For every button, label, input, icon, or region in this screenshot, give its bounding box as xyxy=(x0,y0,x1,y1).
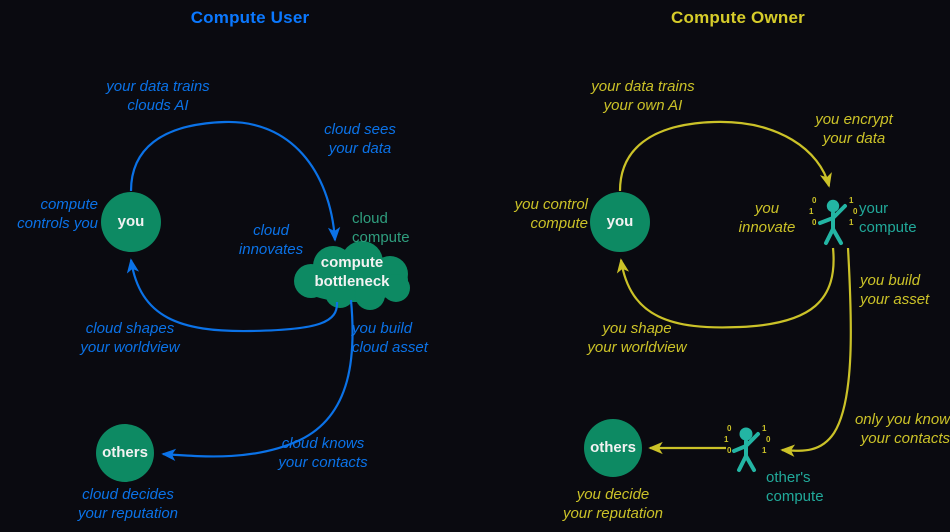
label-line2: your data xyxy=(822,130,886,147)
label-line1: only you know xyxy=(854,411,950,428)
label-cloud-compute: cloud compute xyxy=(352,209,442,247)
svg-text:1: 1 xyxy=(762,424,767,433)
label-line1: compute xyxy=(40,196,98,213)
arrow-cloud-to-you-left xyxy=(126,258,339,333)
arrow-your-compute-to-you xyxy=(616,247,835,329)
arrow-you-to-cloud-left xyxy=(129,120,341,242)
svg-text:1: 1 xyxy=(724,435,729,444)
label-line2: your reputation xyxy=(77,505,179,522)
arrow-cloud-to-others-left xyxy=(161,299,354,462)
svg-text:0: 0 xyxy=(853,207,858,216)
node-you-left xyxy=(101,192,161,252)
label-line2: your contacts xyxy=(278,454,368,471)
label-your-compute: your compute xyxy=(859,199,949,237)
label-line1: other's xyxy=(766,469,811,486)
arrow-you-to-your-compute xyxy=(618,120,832,192)
svg-text:0: 0 xyxy=(812,218,817,227)
label-cloud-knows-your-contacts: cloud knows your contacts xyxy=(248,434,398,472)
label-line2: your worldview xyxy=(587,339,687,356)
label-line1: you decide xyxy=(576,486,650,503)
arrow-your-compute-to-others-compute xyxy=(780,247,852,457)
label-line1: your data trains xyxy=(106,78,210,95)
label-line1: cloud xyxy=(253,222,289,239)
label-line1: you control xyxy=(514,196,588,213)
label-line2: your reputation xyxy=(562,505,664,522)
label-line2: your own AI xyxy=(603,97,683,114)
label-you-innovate: you innovate xyxy=(726,199,808,237)
svg-text:0: 0 xyxy=(727,424,732,433)
label-cloud-shapes-your-worldview: cloud shapes your worldview xyxy=(48,319,212,357)
label-line2: clouds AI xyxy=(127,97,189,114)
panel-title-compute-user: Compute User xyxy=(190,8,310,27)
label-line1: cloud decides xyxy=(82,486,174,503)
label-line2: your worldview xyxy=(80,339,180,356)
label-line1: cloud xyxy=(352,210,388,227)
label-you-control-compute: you control compute xyxy=(480,195,588,233)
label-line1: you encrypt xyxy=(815,111,893,128)
label-only-you-know-your-contacts: only you know your contacts xyxy=(818,410,950,448)
label-others-compute: other's compute xyxy=(766,468,862,506)
label-line2: innovates xyxy=(238,241,304,258)
label-your-data-trains-your-own-ai: your data trains your own AI xyxy=(562,77,724,115)
label-line2: your data xyxy=(328,140,392,157)
label-line2: compute xyxy=(352,229,410,246)
label-line2: compute xyxy=(859,219,917,236)
label-cloud-innovates: cloud innovates xyxy=(228,221,314,259)
label-you-shape-your-worldview: you shape your worldview xyxy=(556,319,718,357)
label-line1: cloud knows xyxy=(281,435,365,452)
label-line2: your contacts xyxy=(860,430,950,447)
label-line2: cloud asset xyxy=(352,339,428,356)
svg-text:0: 0 xyxy=(727,446,732,455)
node-others-left xyxy=(96,424,154,482)
label-line2: compute xyxy=(766,488,824,505)
node-cloud-compute-bottleneck xyxy=(294,241,410,310)
binary-digits-others-compute: 0 1 0 1 0 1 xyxy=(724,424,771,455)
label-you-build-your-asset: you build your asset xyxy=(860,271,950,309)
svg-text:0: 0 xyxy=(766,435,771,444)
label-compute-controls-you: compute controls you xyxy=(0,195,98,233)
panel-title-compute-owner: Compute Owner xyxy=(671,8,805,27)
label-line2: your asset xyxy=(860,291,930,308)
label-line1: you build xyxy=(860,272,921,289)
icon-person-your-compute xyxy=(818,199,847,245)
node-others-right xyxy=(584,419,642,477)
label-line1: cloud sees xyxy=(324,121,396,138)
label-line2: compute xyxy=(530,215,588,232)
label-line2: innovate xyxy=(738,219,796,236)
icon-person-others-compute xyxy=(732,427,760,472)
label-line1: your data trains xyxy=(591,78,695,95)
label-line1: you build xyxy=(352,320,413,337)
label-line1: cloud shapes xyxy=(85,320,175,337)
node-you-right xyxy=(590,192,650,252)
svg-text:1: 1 xyxy=(762,446,767,455)
label-you-encrypt-your-data: you encrypt your data xyxy=(792,110,916,148)
svg-text:1: 1 xyxy=(849,196,854,205)
svg-text:1: 1 xyxy=(849,218,854,227)
label-you-decide-your-reputation: you decide your reputation xyxy=(533,485,693,523)
svg-text:1: 1 xyxy=(809,207,814,216)
label-line1: your xyxy=(859,200,889,217)
label-line2: controls you xyxy=(17,215,98,232)
label-cloud-decides-your-reputation: cloud decides your reputation xyxy=(48,485,208,523)
label-line1: you shape xyxy=(602,320,672,337)
label-you-build-cloud-asset: you build cloud asset xyxy=(352,319,462,357)
label-cloud-sees-your-data: cloud sees your data xyxy=(302,120,418,158)
label-line1: you xyxy=(754,200,780,217)
binary-digits-your-compute: 0 1 0 1 0 1 xyxy=(809,196,858,227)
svg-text:0: 0 xyxy=(812,196,817,205)
label-your-data-trains-clouds-ai: your data trains clouds AI xyxy=(78,77,238,115)
